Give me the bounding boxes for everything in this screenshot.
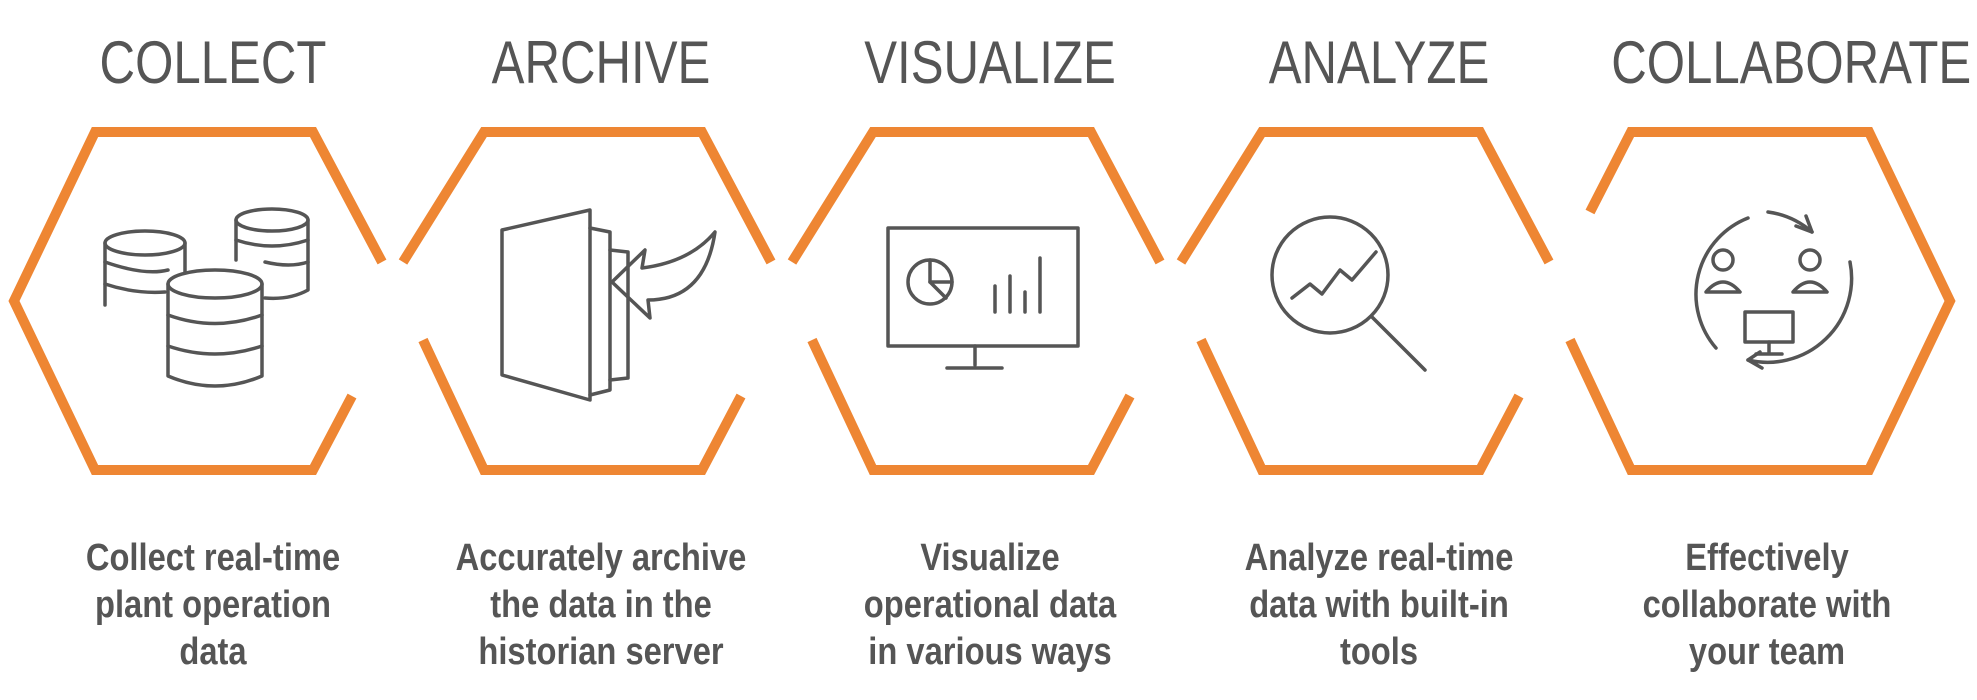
archive-arrow-icon bbox=[500, 208, 717, 402]
description-line: Effectively bbox=[1685, 537, 1849, 579]
step-title-analyze: ANALYZE bbox=[1268, 29, 1490, 96]
hexagon-archive bbox=[398, 127, 776, 475]
description-line: tools bbox=[1339, 631, 1419, 673]
step-title-collect: COLLECT bbox=[99, 29, 327, 96]
description-line: your team bbox=[1688, 631, 1846, 673]
description-line: Analyze real-time bbox=[1244, 537, 1514, 579]
step-description-collaborate: Effectively collaborate with your team bbox=[1612, 535, 1922, 676]
description-line: historian server bbox=[478, 631, 724, 673]
step-description-analyze: Analyze real-time data with built-in too… bbox=[1224, 535, 1534, 676]
team-collaboration-icon bbox=[1694, 210, 1854, 370]
description-line: the data in the bbox=[490, 584, 712, 626]
hexagon-collaborate bbox=[1565, 127, 1956, 475]
step-title-visualize: VISUALIZE bbox=[864, 29, 1116, 96]
hexagon-visualize bbox=[787, 127, 1165, 475]
description-line: plant operation bbox=[94, 584, 332, 626]
step-description-visualize: Visualize operational data in various wa… bbox=[835, 535, 1145, 676]
step-description-archive: Accurately archive the data in the histo… bbox=[446, 535, 756, 676]
hexagon-analyze bbox=[1176, 127, 1554, 475]
description-line: operational data bbox=[863, 584, 1117, 626]
description-line: collaborate with bbox=[1642, 584, 1892, 626]
database-stack-icon bbox=[103, 207, 310, 388]
magnifier-trend-icon bbox=[1270, 215, 1427, 372]
monitor-chart-icon bbox=[886, 226, 1080, 370]
step-title-archive: ARCHIVE bbox=[491, 29, 711, 96]
description-line: data bbox=[179, 631, 247, 673]
description-line: data with built-in bbox=[1249, 584, 1509, 626]
description-line: Visualize bbox=[920, 537, 1060, 579]
step-description-collect: Collect real-time plant operation data bbox=[58, 535, 368, 676]
description-line: Collect real-time bbox=[85, 537, 341, 579]
step-title-collaborate: COLLABORATE bbox=[1611, 29, 1972, 96]
description-line: Accurately archive bbox=[455, 537, 747, 579]
hexagon-collect bbox=[8, 127, 387, 475]
description-line: in various ways bbox=[868, 631, 1112, 673]
